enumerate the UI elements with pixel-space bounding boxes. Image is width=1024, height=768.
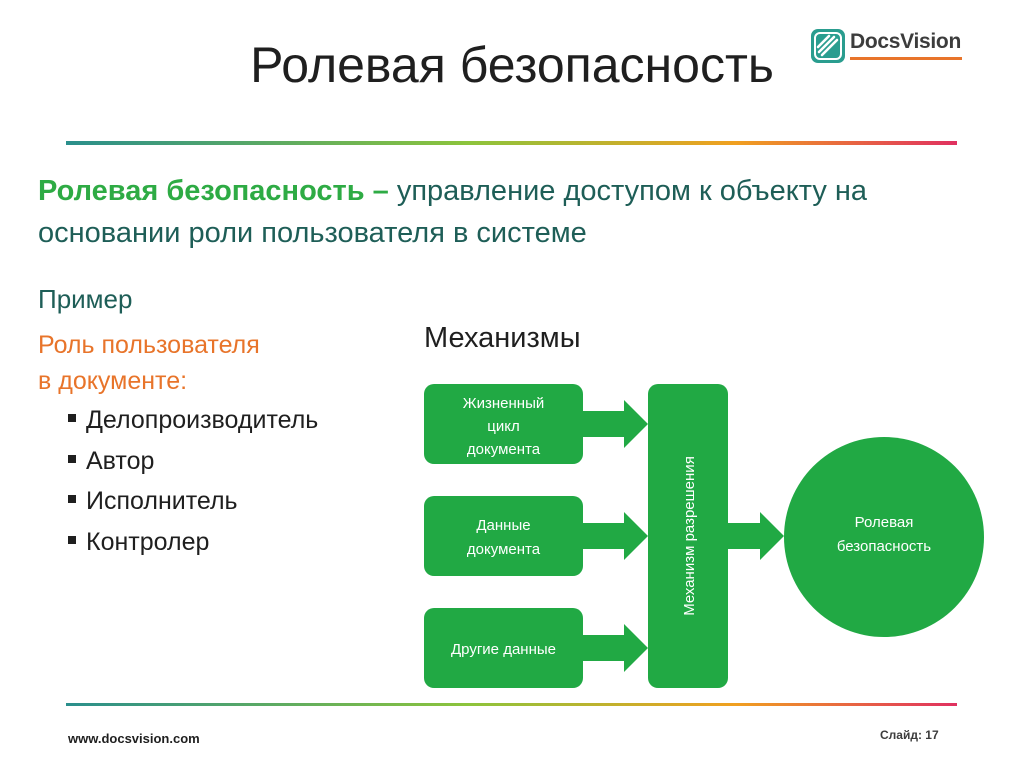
- result-label: безопасность: [837, 538, 931, 555]
- bottom-divider: [66, 703, 957, 706]
- slide-title: Ролевая безопасность: [250, 37, 774, 93]
- arrow-document-data-icon: [583, 512, 648, 560]
- list-item: Автор: [68, 445, 318, 486]
- input-box-lifecycle: [424, 384, 583, 464]
- input-box-document-data: [424, 496, 583, 576]
- definition-dash: –: [364, 175, 397, 207]
- logo-underline: [850, 57, 962, 60]
- role-label: Автор: [86, 446, 155, 475]
- bullet-icon: [68, 454, 76, 463]
- arrow-lifecycle-icon: [583, 400, 648, 448]
- bullet-icon: [68, 414, 76, 422]
- input-label: документа: [467, 441, 541, 458]
- mechanism-label: Механизм разрешения: [681, 456, 698, 616]
- role-heading: Роль пользователя в документе:: [38, 327, 368, 400]
- role-heading-line1: Роль пользователя: [38, 331, 260, 359]
- input-label: Данные: [476, 517, 530, 534]
- role-label: Исполнитель: [86, 487, 238, 515]
- role-label: Делопроизводитель: [86, 406, 319, 434]
- input-label: документа: [467, 541, 541, 558]
- mechanism-bar: [648, 384, 728, 688]
- list-item: Контролер: [68, 526, 318, 567]
- input-box-other-data: [424, 608, 583, 688]
- arrow-other-data-icon: [583, 624, 648, 672]
- footer-website-link[interactable]: www.docsvision.com: [68, 731, 200, 746]
- list-item: Исполнитель: [68, 485, 318, 526]
- roles-list: Делопроизводитель Автор Исполнитель Конт…: [68, 404, 318, 566]
- bullet-icon: [68, 535, 76, 544]
- list-item: Делопроизводитель: [68, 404, 318, 445]
- example-label: Пример: [38, 284, 133, 314]
- definition-term: Ролевая безопасность: [38, 175, 365, 207]
- role-heading-line2: в документе:: [38, 367, 188, 396]
- docsvision-logo: DocsVision: [810, 28, 962, 64]
- input-label: Другие данные: [451, 641, 556, 658]
- logo-text: DocsVision: [850, 30, 961, 53]
- input-label: Жизненный: [463, 395, 544, 412]
- result-label: Ролевая: [855, 514, 914, 531]
- slide-number: Слайд: 17: [880, 728, 939, 742]
- definition-paragraph: Ролевая безопасность – управление доступ…: [38, 170, 918, 254]
- role-label: Контролер: [86, 527, 210, 556]
- arrow-to-result-icon: [728, 512, 784, 560]
- top-divider: [66, 141, 957, 145]
- input-label: цикл: [487, 418, 519, 435]
- docsvision-logo-icon: [811, 29, 845, 63]
- result-circle: [784, 437, 984, 637]
- bullet-icon: [68, 495, 76, 503]
- definition-text: управление доступом к объекту на основан…: [38, 175, 868, 250]
- diagram-title: Механизмы: [424, 322, 581, 354]
